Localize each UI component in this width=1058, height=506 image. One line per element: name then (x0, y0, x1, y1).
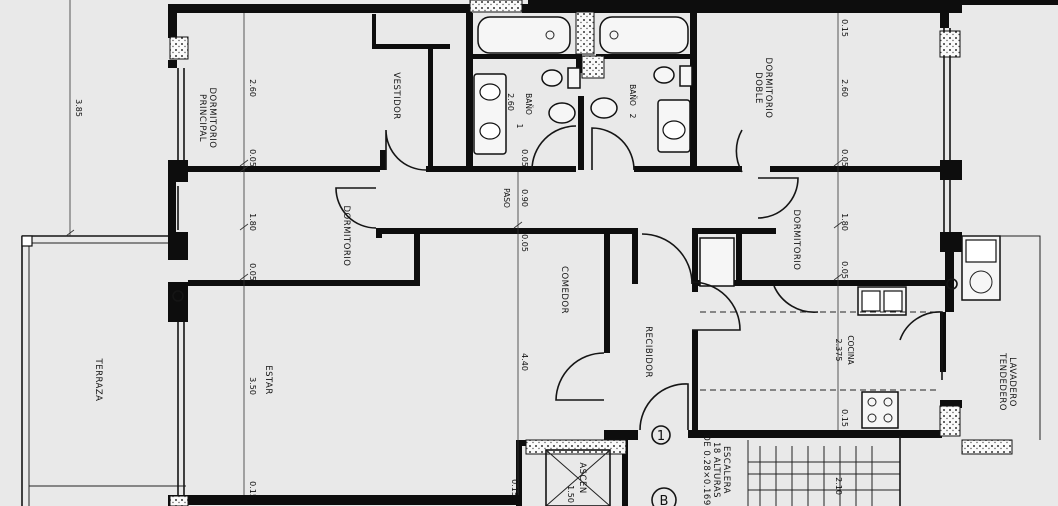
dimension-labels: 3.85 2.60 0.05 1.80 0.05 3.50 0.15 2.60 … (74, 19, 849, 503)
dim-260-right: 2.60 (840, 79, 849, 97)
label-escalera-1: ESCALERA (721, 446, 731, 494)
label-terraza: TERRAZA (93, 358, 103, 402)
dim-015-a: 0.15 (248, 481, 257, 499)
dim-005-d: 0.05 (520, 234, 529, 252)
label-dormitorio-principal-2: PRINCIPAL (197, 94, 207, 142)
staircase (545, 436, 901, 506)
dim-005-b: 0.05 (248, 263, 257, 281)
label-paso: PASO (502, 188, 511, 208)
label-dormitorio-doble-2: DOBLE (753, 72, 763, 104)
section-marker-circle (651, 425, 671, 445)
label-recibidor: RECIBIDOR (643, 326, 653, 378)
label-dormitorio-principal-1: DORMITORIO (207, 88, 217, 149)
dim-005-f: 0.05 (840, 261, 849, 279)
dim-015-c: 0.15 (840, 19, 849, 37)
door-swings (335, 125, 943, 431)
label-bano1-2: 1 (515, 124, 524, 129)
dim-260-left: 2.60 (248, 79, 257, 97)
dim-180-right: 1.80 (840, 213, 849, 231)
dim-090: 0.90 (520, 189, 529, 207)
label-estar: ESTAR (263, 365, 273, 395)
columns (169, 0, 1013, 506)
label-cocina: COCINA (846, 335, 855, 365)
block-marker-b: B (660, 494, 669, 506)
dimension-lines (239, 13, 843, 495)
dim-210: 2.10 (834, 477, 843, 495)
terrace-area (21, 0, 186, 506)
label-vestidor: VESTIDOR (391, 72, 401, 119)
kitchen-fixtures (699, 235, 1041, 440)
room-labels: DORMITORIO PRINCIPAL VESTIDOR BAÑO 1 BAÑ… (93, 58, 1017, 506)
label-tendedero: TENDEDERO (997, 352, 1007, 411)
dim-005-e: 0.05 (840, 149, 849, 167)
dim-005-a: 0.05 (248, 149, 257, 167)
markers: 1 B (172, 278, 958, 506)
label-ascensor: ASCEN (577, 462, 587, 493)
label-dormitorio-right: DORMITORIO (791, 210, 801, 271)
dim-015-d: 0.15 (840, 409, 849, 427)
label-lavadero: LAVADERO (1007, 357, 1017, 407)
block-marker-circle (651, 487, 677, 506)
label-bano1-1: BAÑO (524, 93, 533, 115)
windows (177, 28, 951, 495)
label-escalera-2: 18 ALTURAS (711, 442, 721, 498)
dim-005-c: 0.05 (520, 149, 529, 167)
walls (168, 0, 1058, 506)
dim-150: 1.50 (566, 485, 575, 503)
section-marker-1: 1 (657, 429, 665, 444)
dim-2375: 2.375 (834, 339, 843, 362)
downpipe-left-icon (172, 290, 184, 302)
label-comedor: COMEDOR (559, 266, 569, 314)
downpipe-right-icon (946, 278, 958, 290)
dim-180-left: 1.80 (248, 213, 257, 231)
label-bano2-2: 2 (628, 114, 637, 119)
dim-385: 3.85 (74, 99, 83, 117)
toilets-and-sinks (473, 65, 693, 155)
label-escalera-3: DE 0.28×0.169 (701, 434, 711, 506)
label-dormitorio-doble-1: DORMITORIO (763, 58, 773, 119)
dim-260-bath: 2.60 (506, 93, 515, 111)
dim-015-b: 0.15 (510, 479, 519, 497)
dim-440: 4.40 (520, 353, 529, 371)
bathtubs (477, 16, 689, 54)
dim-350: 3.50 (248, 377, 257, 395)
label-dormitorio-left: DORMITORIO (341, 206, 351, 267)
label-bano2-1: BAÑO (628, 84, 637, 106)
